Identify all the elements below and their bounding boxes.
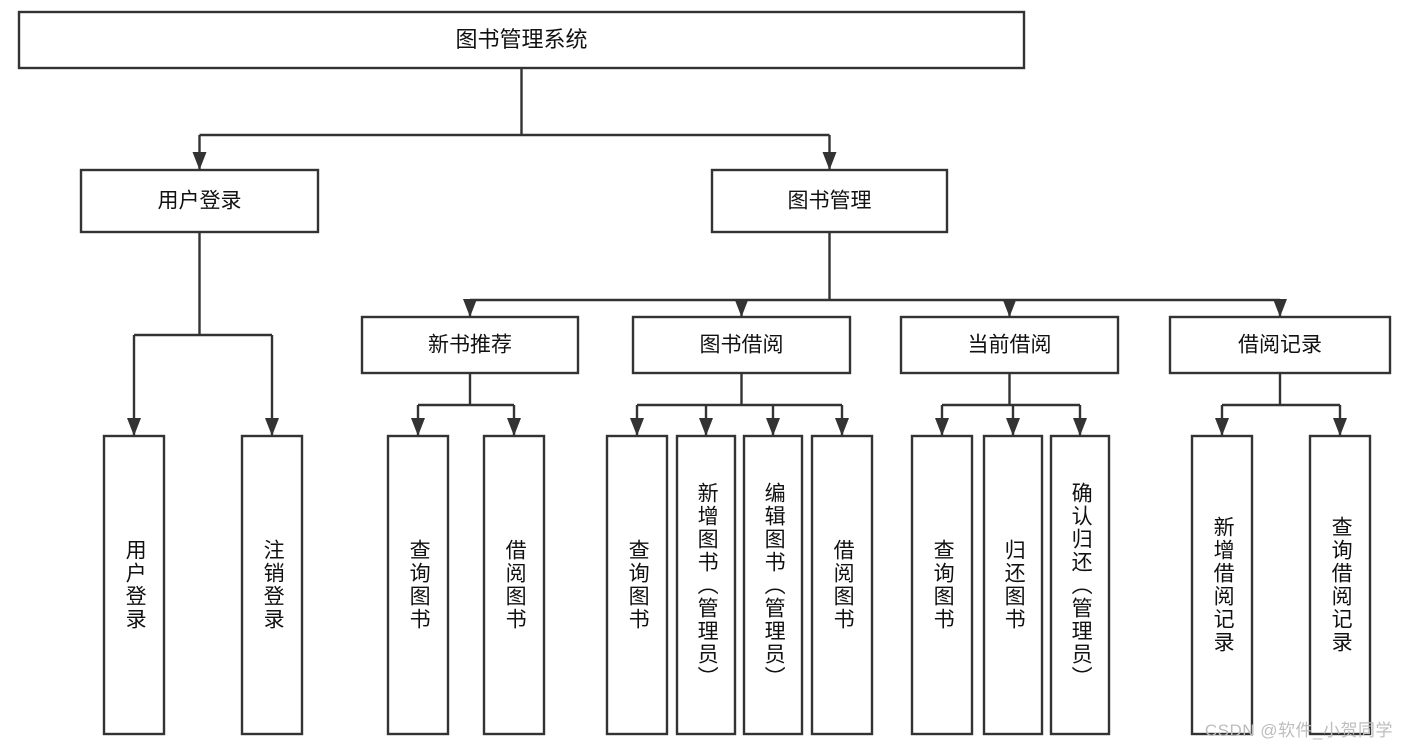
node-box-borrow-book-rec[interactable]: [482, 434, 546, 736]
node-label-root: 图书管理系统: [455, 27, 587, 52]
node-label-borrow-records: 借阅记录: [1238, 334, 1322, 357]
node-box-edit-book-admin[interactable]: [742, 434, 804, 736]
arrow-head-icon: [734, 299, 749, 317]
node-box-confirm-return-admin[interactable]: [1049, 434, 1111, 736]
node-box-book-management[interactable]: [710, 168, 949, 234]
arrow-head-icon: [699, 418, 713, 436]
arrow-head-icon: [1215, 418, 1229, 436]
node-label-book-borrow: 图书借阅: [700, 334, 784, 357]
arrow-head-icon: [507, 418, 521, 436]
arrow-head-icon: [935, 418, 949, 436]
arrow-head-icon: [1273, 299, 1287, 317]
node-box-new-book-recommend[interactable]: [360, 315, 580, 375]
node-box-query-book-current[interactable]: [910, 434, 974, 736]
node-box-root[interactable]: [17, 10, 1026, 70]
node-box-add-book-admin[interactable]: [675, 434, 737, 736]
arrow-head-icon: [192, 152, 207, 170]
node-box-book-borrow[interactable]: [631, 315, 852, 375]
arrow-head-icon: [1006, 418, 1020, 436]
arrow-head-icon: [766, 418, 780, 436]
node-box-add-borrow-record[interactable]: [1190, 434, 1254, 736]
node-box-query-book-rec[interactable]: [386, 434, 450, 736]
node-label-new-book-recommend: 新书推荐: [428, 334, 512, 357]
arrow-head-icon: [411, 418, 425, 436]
arrow-head-icon: [265, 418, 279, 436]
node-box-user-login-action[interactable]: [102, 434, 166, 736]
arrow-head-icon: [835, 418, 849, 436]
arrow-head-icon: [1333, 418, 1347, 436]
node-box-user-logout-action[interactable]: [240, 434, 304, 736]
csdn-watermark: CSDN @软件_小贺同学: [1204, 721, 1393, 740]
arrow-head-icon: [463, 299, 477, 317]
node-box-current-borrow[interactable]: [899, 315, 1120, 375]
arrow-head-icon: [822, 152, 837, 170]
arrow-head-icon: [1002, 299, 1017, 317]
arrow-head-icon: [630, 418, 644, 436]
node-label-current-borrow: 当前借阅: [968, 334, 1052, 357]
node-box-query-borrow-record[interactable]: [1308, 434, 1372, 736]
node-box-query-book-borrow[interactable]: [605, 434, 669, 736]
node-label-user-login: 用户登录: [158, 190, 242, 213]
node-box-borrow-book-action[interactable]: [810, 434, 874, 736]
node-box-borrow-records[interactable]: [1168, 315, 1392, 375]
arrow-head-icon: [127, 418, 141, 436]
node-label-book-management: 图书管理: [788, 190, 872, 213]
arrow-head-icon: [1073, 418, 1087, 436]
node-box-return-book[interactable]: [982, 434, 1044, 736]
